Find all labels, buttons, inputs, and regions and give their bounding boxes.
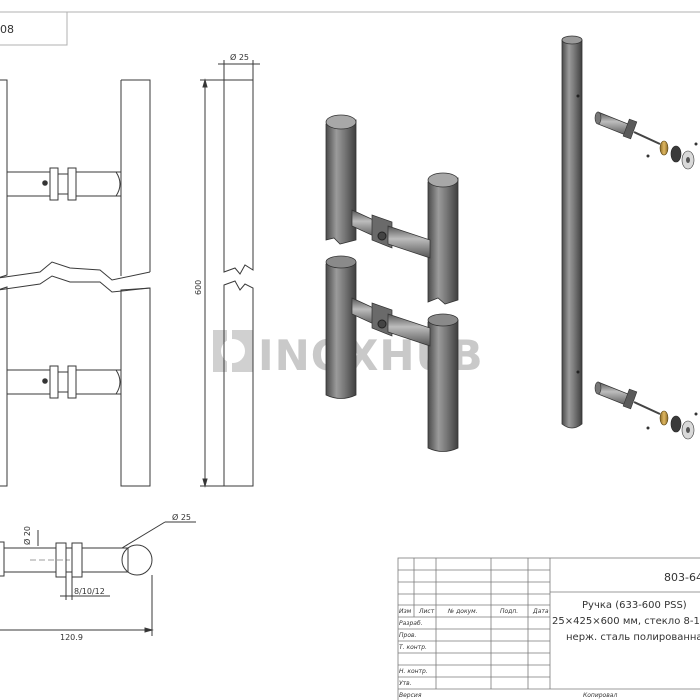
tb-header-list: Лист: [418, 608, 435, 615]
top-view: [0, 521, 196, 636]
dim-dia-top: Ø 25: [230, 52, 249, 62]
fixing-set-top: [594, 111, 698, 170]
tb-title-line3: нерж. сталь полированная: [566, 632, 700, 643]
side-view: [200, 60, 260, 488]
tb-row-razrab: Разраб.: [399, 620, 423, 627]
dim-length: 600: [194, 280, 203, 295]
sheet-frame: [0, 11, 700, 46]
tb-header-doc: № докум.: [447, 608, 478, 615]
isometric-view: [325, 114, 459, 452]
dim-dia-20: Ø 20: [22, 526, 32, 545]
dim-dia-25-bottom: Ø 25: [172, 512, 191, 522]
tb-row-nkontr: Н. контр.: [399, 668, 428, 675]
exploded-view: [561, 35, 698, 440]
tb-footer-copied: Копировал: [583, 692, 617, 699]
tb-document-code: 803-64: [664, 571, 700, 584]
dim-glass-thickness: 8/10/12: [74, 587, 105, 596]
fixing-set-bottom: [594, 381, 698, 440]
tb-header-date: Дата: [532, 608, 549, 615]
drawing-code-fragment: 08: [0, 23, 14, 36]
dim-depth: 120.9: [60, 633, 83, 642]
tb-header-izm: Изм: [399, 608, 412, 615]
tb-footer-version: Версия: [399, 692, 422, 699]
tb-title-line2: 25×425×600 мм, стекло 8-12 м: [552, 616, 700, 627]
tb-title-line1: Ручка (633-600 PSS): [582, 600, 687, 611]
tb-row-prov: Пров.: [399, 632, 417, 639]
tb-header-sign: Подп.: [500, 608, 518, 615]
title-block-rows: Разраб. Пров. Т. контр. Н. контр. Утв. В…: [399, 620, 617, 699]
title-block-headers: Изм Лист № докум. Подп. Дата: [399, 608, 549, 615]
title-block: [397, 557, 700, 700]
tb-row-utv: Утв.: [399, 680, 412, 687]
tb-row-tkontr: Т. контр.: [399, 644, 427, 651]
front-view: [0, 79, 151, 487]
